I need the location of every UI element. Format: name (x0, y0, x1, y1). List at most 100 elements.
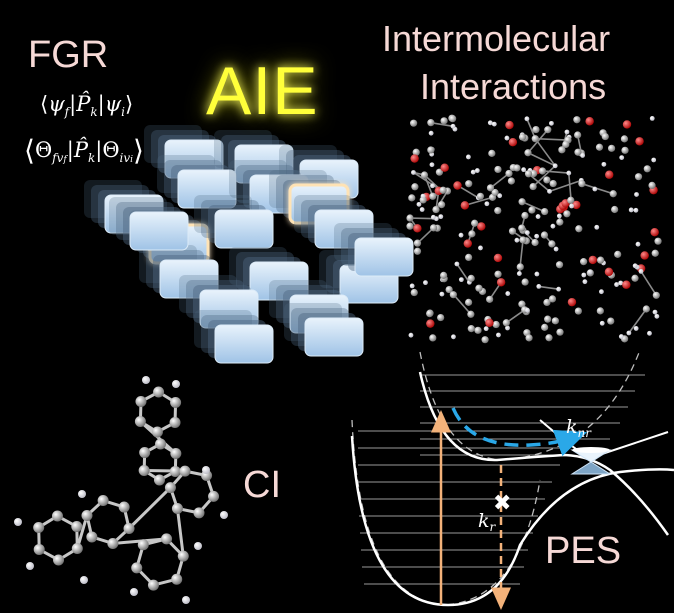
atom (516, 263, 524, 271)
aggregate-box (304, 317, 364, 357)
atom (601, 132, 609, 141)
atom (440, 163, 449, 172)
atom (475, 284, 483, 292)
atom (540, 231, 549, 239)
aggregate-box (159, 259, 219, 299)
atom (440, 117, 448, 125)
atom (460, 201, 470, 210)
molecule-ball-and-stick (14, 376, 228, 604)
atom (541, 207, 549, 216)
aggregate-box-stack (84, 125, 414, 364)
atom (652, 309, 658, 315)
atom (626, 330, 632, 336)
atom (137, 539, 149, 551)
atom (453, 181, 462, 190)
atom (410, 119, 418, 127)
atom (467, 274, 475, 282)
atom (488, 149, 496, 157)
atom (651, 157, 657, 163)
atom (458, 232, 464, 238)
atom (607, 144, 616, 152)
atom (575, 225, 583, 233)
ground-state-curve (350, 435, 674, 607)
atom (569, 203, 574, 209)
atom (654, 313, 660, 319)
atom (134, 415, 146, 427)
intermolecular-label-line1: Intermolecular (382, 18, 611, 59)
atom (411, 183, 419, 191)
atom (454, 261, 460, 267)
atom (507, 177, 515, 185)
atom (502, 319, 510, 327)
atom (413, 247, 422, 255)
atom (208, 490, 220, 502)
atom (578, 180, 586, 188)
atom (476, 192, 485, 200)
atom (592, 186, 598, 192)
atom (71, 543, 83, 555)
atom (574, 148, 582, 156)
atom (524, 230, 530, 236)
atom (508, 138, 518, 147)
atom (628, 207, 634, 213)
atom (631, 274, 639, 282)
atom (544, 315, 552, 323)
atom (449, 115, 457, 123)
atom (555, 261, 564, 269)
atom (619, 155, 625, 161)
atom (138, 465, 150, 477)
atom (131, 562, 143, 574)
atom (474, 168, 480, 173)
atom (496, 332, 501, 338)
atom (164, 482, 176, 494)
atom (445, 285, 453, 294)
atom (549, 120, 554, 126)
aggregate-box (214, 324, 274, 364)
atom (618, 334, 624, 339)
atom (492, 320, 500, 329)
electronic-coupling-matrix-element: ⟨ψf|P̂k|ψi⟩ (40, 92, 134, 119)
atom (580, 153, 586, 158)
atom (536, 284, 542, 289)
atom (548, 240, 556, 248)
atom (596, 256, 605, 264)
atom (411, 170, 416, 175)
atom (609, 190, 617, 198)
atom (648, 181, 656, 189)
atom (574, 307, 582, 315)
atom (518, 224, 526, 232)
atom (485, 318, 494, 328)
aie-label: AIE (206, 53, 319, 129)
excited-state-curve (418, 371, 670, 536)
atom (465, 253, 473, 262)
atom (413, 224, 422, 233)
aggregate-box (214, 209, 274, 249)
atom (505, 291, 511, 296)
atom (465, 180, 473, 188)
atom (558, 146, 566, 154)
atom (71, 521, 83, 533)
atom (524, 149, 532, 157)
atom (543, 298, 551, 307)
atom (643, 165, 651, 173)
atom (427, 119, 435, 127)
atom (649, 116, 655, 121)
atom (556, 213, 562, 219)
atom (551, 317, 559, 325)
atom (638, 268, 644, 274)
atom (435, 168, 444, 176)
atom (406, 222, 414, 230)
atom (465, 298, 473, 306)
atom (633, 326, 639, 331)
atom (556, 328, 564, 336)
atom (410, 154, 419, 163)
atom (508, 227, 517, 235)
atom (518, 300, 526, 308)
atom (530, 170, 538, 178)
atom (650, 228, 659, 237)
atom (642, 305, 650, 313)
atom (33, 521, 45, 533)
atom (563, 210, 571, 218)
atom (505, 120, 514, 130)
